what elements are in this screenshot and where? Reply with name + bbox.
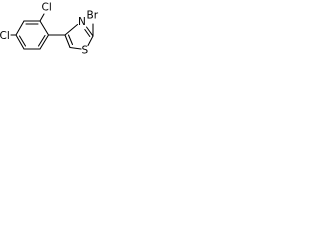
- double-bond-c6-c1-inner: [18, 35, 27, 47]
- bond-c4-c5-thz: [64, 34, 71, 49]
- bond-c1-c2: [15, 20, 25, 36]
- bond-c3-cl-top: [39, 13, 45, 22]
- double-bond-c4-c5-thz: [67, 34, 74, 46]
- double-bond-c4-c5-inner: [37, 34, 46, 47]
- bond-n-c4: [64, 23, 79, 36]
- atom-cl-top: Cl: [42, 2, 52, 14]
- atom-s: S: [82, 45, 89, 57]
- bond-c5-s: [69, 46, 82, 50]
- atom-cl-left: Cl: [0, 30, 10, 42]
- thiazole-ring: [64, 23, 94, 50]
- bond-c3-c4: [39, 20, 50, 36]
- bond-c6-c1: [15, 34, 25, 50]
- atom-n: N: [78, 16, 86, 28]
- bond-s-c2: [87, 35, 94, 47]
- atom-br: Br: [87, 10, 99, 22]
- double-bond-c2-n-thz: [84, 28, 91, 38]
- benzene-ring: [15, 20, 50, 50]
- bond-c4-c5: [39, 34, 50, 50]
- bond-c2-n: [85, 26, 94, 37]
- chemical-structure-diagram: Cl Cl Br N S: [0, 2, 99, 57]
